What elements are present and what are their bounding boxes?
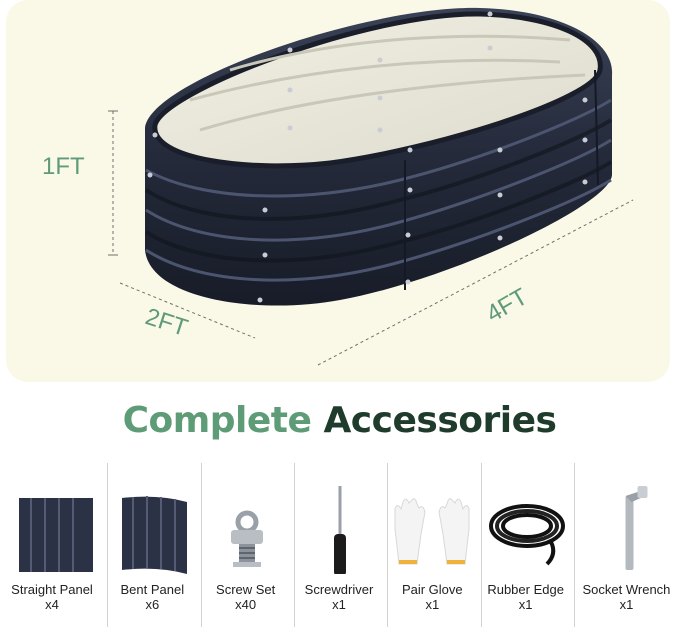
product-hero: 1FT 2FT 4FT bbox=[6, 0, 670, 382]
accessory-quantity: x40 bbox=[235, 597, 257, 612]
accessory-item: Screwdriver x1 bbox=[293, 460, 384, 627]
accessory-item: Socket Wrench x1 bbox=[573, 460, 679, 627]
accessory-name: Screwdriver bbox=[304, 582, 374, 597]
accessory-item: Rubber Edge x1 bbox=[480, 460, 571, 627]
accessories-list: Straight Panel x4 Bent Panel x6 Screw Se… bbox=[0, 460, 679, 627]
accessory-quantity: x1 bbox=[619, 597, 634, 612]
accessory-item: Straight Panel x4 bbox=[0, 460, 104, 627]
accessory-name: Straight Panel bbox=[11, 582, 93, 597]
bent-panel-icon bbox=[122, 496, 188, 574]
accessory-quantity: x1 bbox=[425, 597, 440, 612]
accessory-item: Bent Panel x6 bbox=[107, 460, 197, 627]
screwdriver-icon bbox=[333, 486, 346, 574]
divider bbox=[573, 463, 575, 627]
section-title: Complete Accessories bbox=[0, 400, 679, 441]
rubber-edge-icon bbox=[488, 504, 565, 566]
title-part-accessories: Accessories bbox=[323, 400, 557, 441]
accessory-quantity: x1 bbox=[332, 597, 346, 612]
accessory-quantity: x4 bbox=[45, 597, 59, 612]
straight-panel-icon bbox=[19, 498, 93, 572]
accessory-quantity: x6 bbox=[145, 597, 160, 612]
accessory-item: Pair Glove x1 bbox=[387, 460, 477, 627]
divider bbox=[480, 463, 482, 627]
accessory-name: Bent Panel bbox=[120, 582, 185, 597]
glove-icon bbox=[394, 498, 470, 565]
divider bbox=[200, 463, 202, 627]
accessory-quantity: x1 bbox=[518, 597, 533, 612]
raised-garden-bed-illustration bbox=[108, 7, 634, 366]
title-part-complete: Complete bbox=[122, 400, 312, 441]
accessory-name: Socket Wrench bbox=[582, 582, 671, 597]
accessory-name: Pair Glove bbox=[401, 582, 463, 597]
divider bbox=[293, 463, 295, 627]
height-dimension-label: 1FT bbox=[42, 153, 85, 180]
accessory-name: Rubber Edge bbox=[487, 582, 564, 597]
screw-set-icon bbox=[230, 510, 263, 567]
divider bbox=[387, 463, 389, 627]
socket-wrench-icon bbox=[625, 486, 648, 570]
divider bbox=[107, 463, 109, 627]
accessory-name: Screw Set bbox=[216, 582, 276, 597]
accessory-item: Screw Set x40 bbox=[200, 460, 291, 627]
